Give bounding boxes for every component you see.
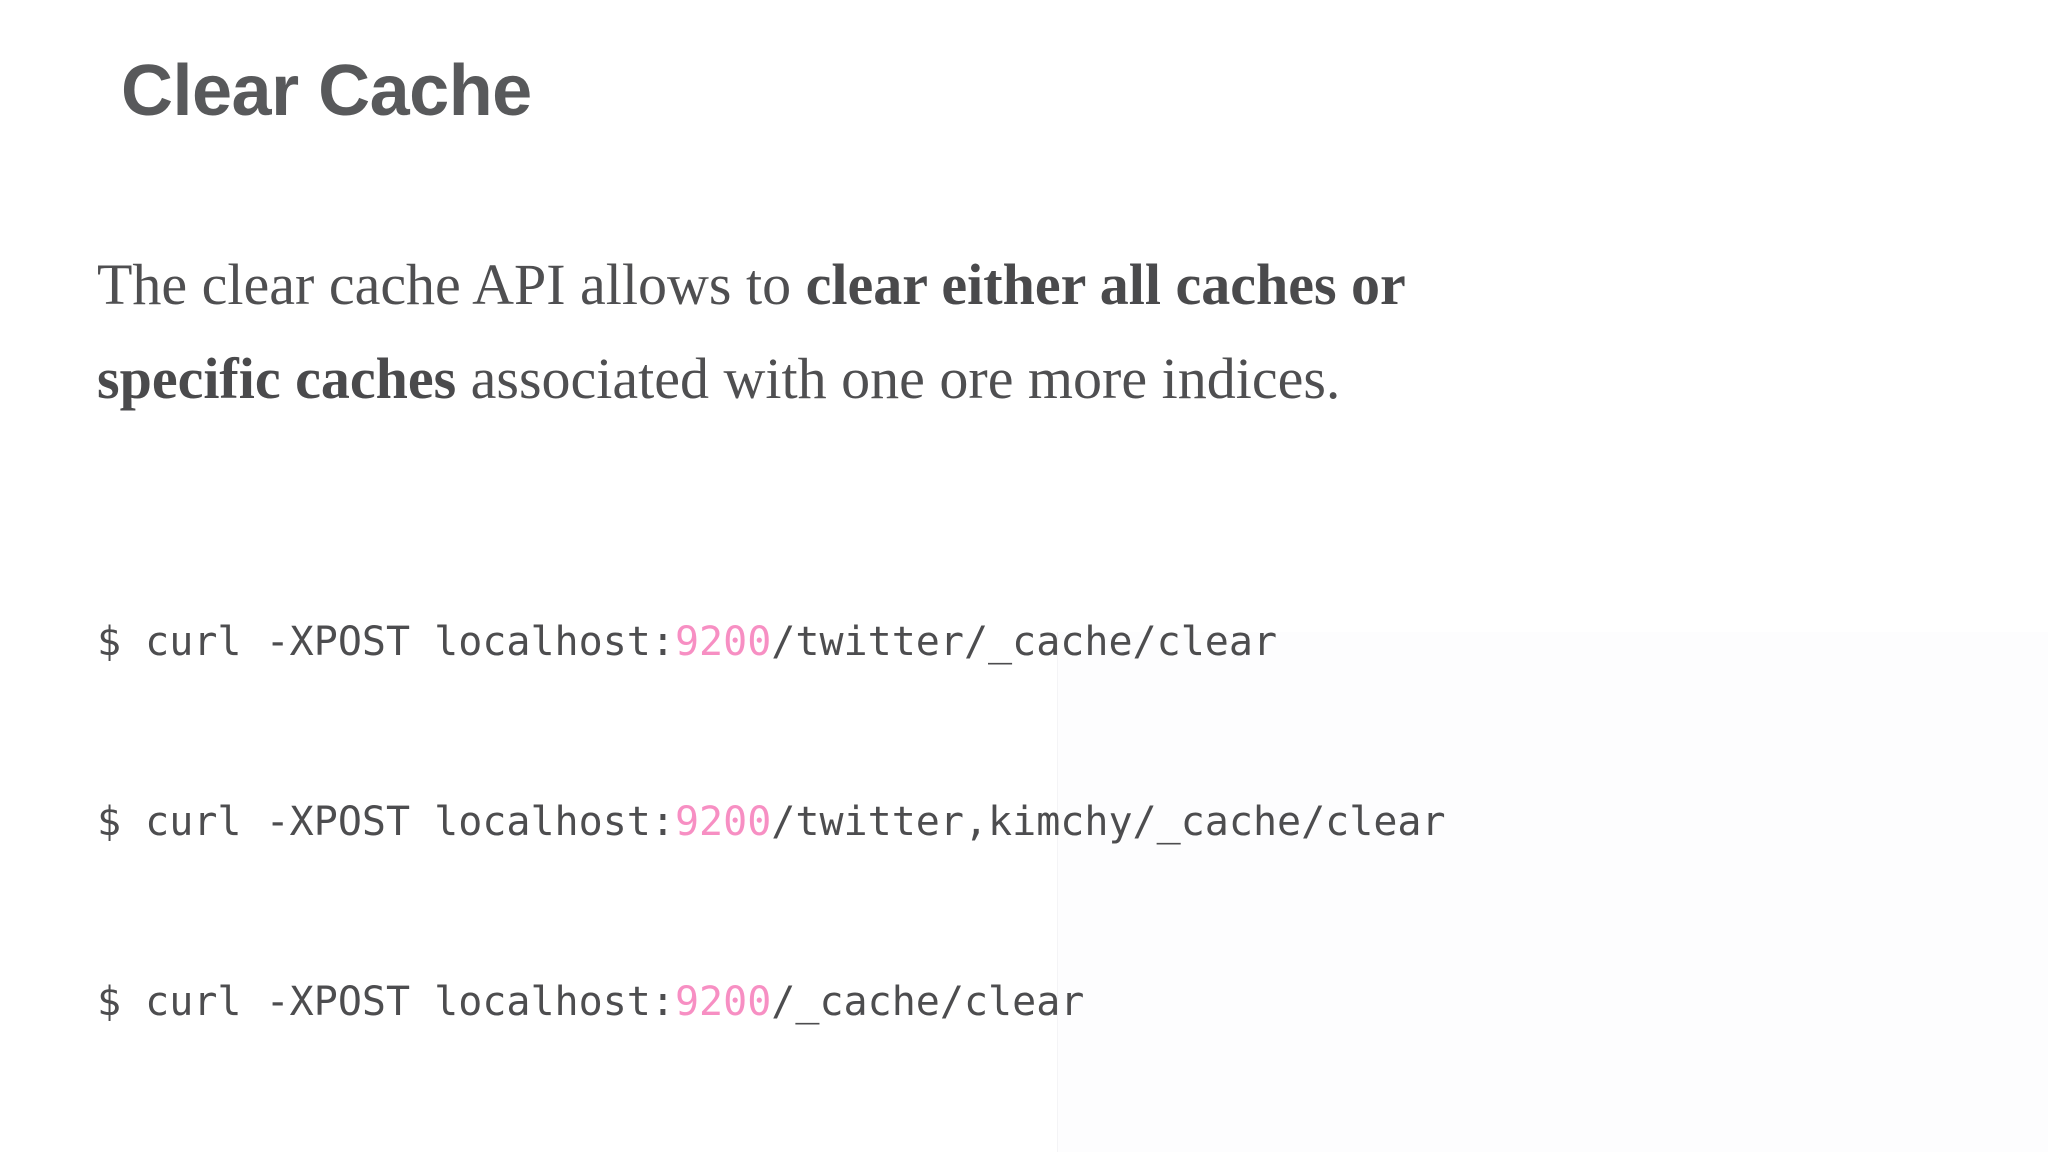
- code-command-prefix: $ curl -XPOST localhost:: [97, 799, 675, 845]
- code-block: $ curl -XPOST localhost:9200/twitter/_ca…: [97, 492, 1446, 1152]
- code-command-prefix: $ curl -XPOST localhost:: [97, 979, 675, 1025]
- code-port-number: 9200: [674, 619, 772, 665]
- code-line: $ curl -XPOST localhost:9200/_cache/clea…: [97, 972, 1446, 1032]
- code-command-prefix: $ curl -XPOST localhost:: [97, 619, 675, 665]
- page-title: Clear Cache: [121, 51, 532, 131]
- code-command-path: /twitter,kimchy/_cache/clear: [771, 799, 1446, 845]
- code-port-number: 9200: [674, 799, 772, 845]
- background-seam: [1057, 632, 2048, 1152]
- code-line: $ curl -XPOST localhost:9200/twitter,kim…: [97, 792, 1446, 852]
- code-port-number: 9200: [674, 979, 772, 1025]
- paragraph-text-tail: associated with one ore more indices.: [456, 345, 1341, 411]
- code-command-path: /twitter/_cache/clear: [771, 619, 1278, 665]
- code-command-path: /_cache/clear: [771, 979, 1085, 1025]
- code-line: $ curl -XPOST localhost:9200/twitter/_ca…: [97, 612, 1446, 672]
- paragraph-text-bold: clear either all caches or specific cach…: [97, 252, 1405, 411]
- paragraph-text-lead: The clear cache API allows to: [97, 252, 806, 317]
- intro-paragraph: The clear cache API allows to clear eith…: [97, 238, 1517, 426]
